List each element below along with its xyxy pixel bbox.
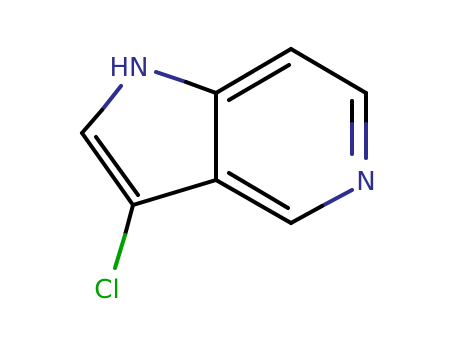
bond-n5-c4-carbon-part	[289, 204, 324, 225]
bond-nh-c2-carbon-part	[80, 108, 104, 135]
bond-c3-c3a	[131, 178, 218, 207]
bond-nh-c2-nitrogen-part	[100, 84, 123, 112]
bond-nh-c7a-nitrogen-part	[154, 70, 188, 84]
bond-c2-c3-inner	[94, 135, 140, 197]
bond-c4-c3a	[214, 178, 293, 225]
bond-c4-c3a-inner	[227, 171, 290, 210]
atom-label-nh: HN	[110, 53, 149, 83]
bond-nh-c7a-carbon-part	[184, 80, 218, 95]
bond-c3-cl-chlorine-part	[113, 233, 127, 270]
atom-label-n: N	[356, 167, 375, 197]
bond-c7-c6	[289, 47, 368, 95]
bond-c2-c3	[80, 131, 135, 207]
bond-n5-c4-nitrogen-part	[320, 188, 354, 208]
bond-c7a-c7	[214, 47, 293, 95]
bond-c3-cl-carbon-part	[123, 203, 135, 237]
atom-label-cl: Cl	[94, 275, 119, 305]
bond-c7a-c7-inner	[227, 63, 291, 102]
